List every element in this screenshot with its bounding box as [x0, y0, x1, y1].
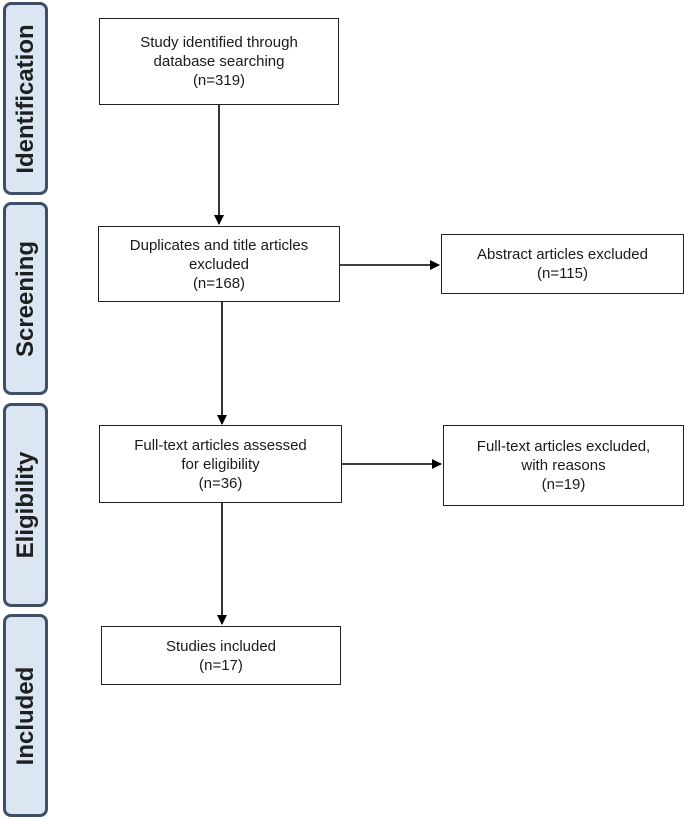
box-fulltext-excluded-line1: Full-text articles excluded,	[476, 438, 651, 455]
box-duplicates-line2: excluded	[188, 255, 250, 273]
box-abstract-excluded-line1: Abstract articles excluded	[477, 246, 648, 263]
box-duplicates-line1: Duplicates and title articles	[129, 236, 309, 254]
box-included: Studies included (n=17)	[101, 626, 341, 685]
box-fulltext-excluded-line2: with reasons	[521, 457, 606, 474]
box-abstract-excluded-count: (n=115)	[536, 265, 588, 282]
box-identified-line1: Study identified through	[140, 34, 298, 51]
stage-eligibility: Eligibility	[3, 403, 48, 607]
box-fulltext-assessed-count: (n=36)	[198, 474, 243, 492]
box-identified: Study identified through database search…	[99, 18, 339, 105]
box-identified-line2: database searching	[153, 53, 285, 70]
box-identified-count: (n=319)	[192, 72, 246, 89]
box-fulltext-assessed: Full-text articles assessed for eligibil…	[99, 425, 342, 503]
box-fulltext-assessed-line2: for eligibility	[181, 455, 260, 473]
box-duplicates-count: (n=168)	[192, 274, 246, 292]
stage-identification: Identification	[3, 2, 48, 195]
box-duplicates: Duplicates and title articles excluded (…	[98, 226, 340, 302]
stage-screening: Screening	[3, 202, 48, 395]
box-fulltext-excluded-count: (n=19)	[541, 476, 586, 493]
box-abstract-excluded: Abstract articles excluded (n=115)	[441, 234, 684, 294]
box-fulltext-excluded: Full-text articles excluded, with reason…	[443, 425, 684, 506]
box-included-line1: Studies included	[165, 637, 277, 655]
box-included-count: (n=17)	[199, 656, 243, 674]
stage-included: Included	[3, 614, 48, 817]
box-fulltext-assessed-line1: Full-text articles assessed	[134, 436, 307, 454]
